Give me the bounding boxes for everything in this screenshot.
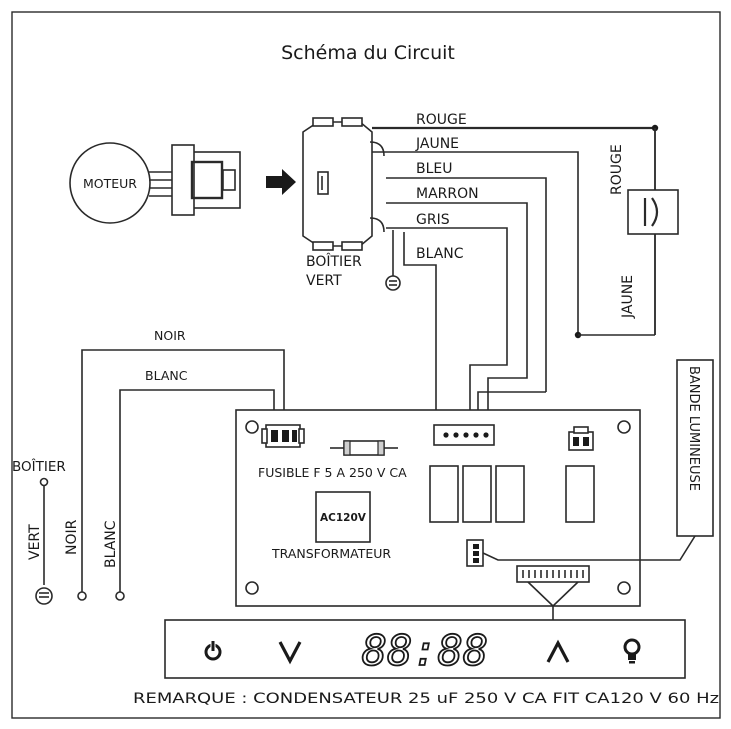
light-strip [676,359,714,537]
relay-4 [565,465,595,523]
capacitor-note: REMARQUE : CONDENSATEUR 25 uF 250 V CA F… [133,691,719,707]
light-strip-connector [466,539,484,567]
relay-3 [495,465,525,523]
power-icon[interactable] [204,641,222,661]
seven-segment-display: 88:88 [361,625,489,676]
blanc-vertical-label: BLANC [103,520,119,568]
capacitor [578,128,679,336]
mains-connector [261,424,305,448]
wire-label-blanc: BLANC [416,246,464,262]
motor-wire-connector [433,424,495,446]
wire-label-gris: GRIS [416,212,450,228]
blanc-terminal [115,591,125,601]
light-bulb-icon[interactable] [623,638,641,664]
motor-plug [171,144,241,216]
insert-arrow-icon [266,169,296,195]
housing-label-line2: VERT [306,273,342,289]
diagram-title: Schéma du Circuit [281,42,455,64]
mains-label-blanc: BLANC [145,368,188,383]
ground-label-line2: VERT [27,524,43,560]
motor: MOTEUR [69,142,180,224]
relay-1 [429,465,459,523]
wire-label-rouge: ROUGE [416,112,467,128]
transformer [315,491,371,543]
relay-2 [462,465,492,523]
wire-label-jaune: JAUNE [415,136,459,152]
noir-terminal [77,591,87,601]
light-connector [568,426,594,451]
chevron-down-icon[interactable] [278,641,302,665]
motor-label: MOTEUR [83,176,137,191]
transformer-chip-label: AC120V [320,512,367,524]
ground-terminal [35,477,53,605]
display-ribbon-connector [516,565,590,583]
ground-icon [385,230,401,291]
capacitor-wire-jaune: JAUNE [620,275,636,319]
fuse [330,440,398,456]
housing-connector [302,117,385,251]
light-strip-label: BANDE LUMINEUSE [686,366,701,491]
transformer-label: TRANSFORMATEUR [271,546,391,561]
ground-label-line1: BOÎTIER [12,457,66,475]
display-digits: 88:88 [362,626,488,675]
diagram-frame [11,11,721,719]
mains-label-noir: NOIR [154,328,186,343]
wire-label-marron: MARRON [416,186,479,202]
control-panel: 88:88 [164,619,686,679]
chevron-up-icon[interactable] [546,639,570,663]
fuse-label: FUSIBLE F 5 A 250 V CA [258,465,407,480]
control-board: FUSIBLE F 5 A 250 V CA AC120V TRANSFORMA… [235,409,641,607]
capacitor-wire-rouge: ROUGE [609,144,625,195]
noir-vertical-label: NOIR [64,519,80,555]
housing-label-line1: BOÎTIER [306,252,362,270]
wire-label-bleu: BLEU [416,161,453,177]
